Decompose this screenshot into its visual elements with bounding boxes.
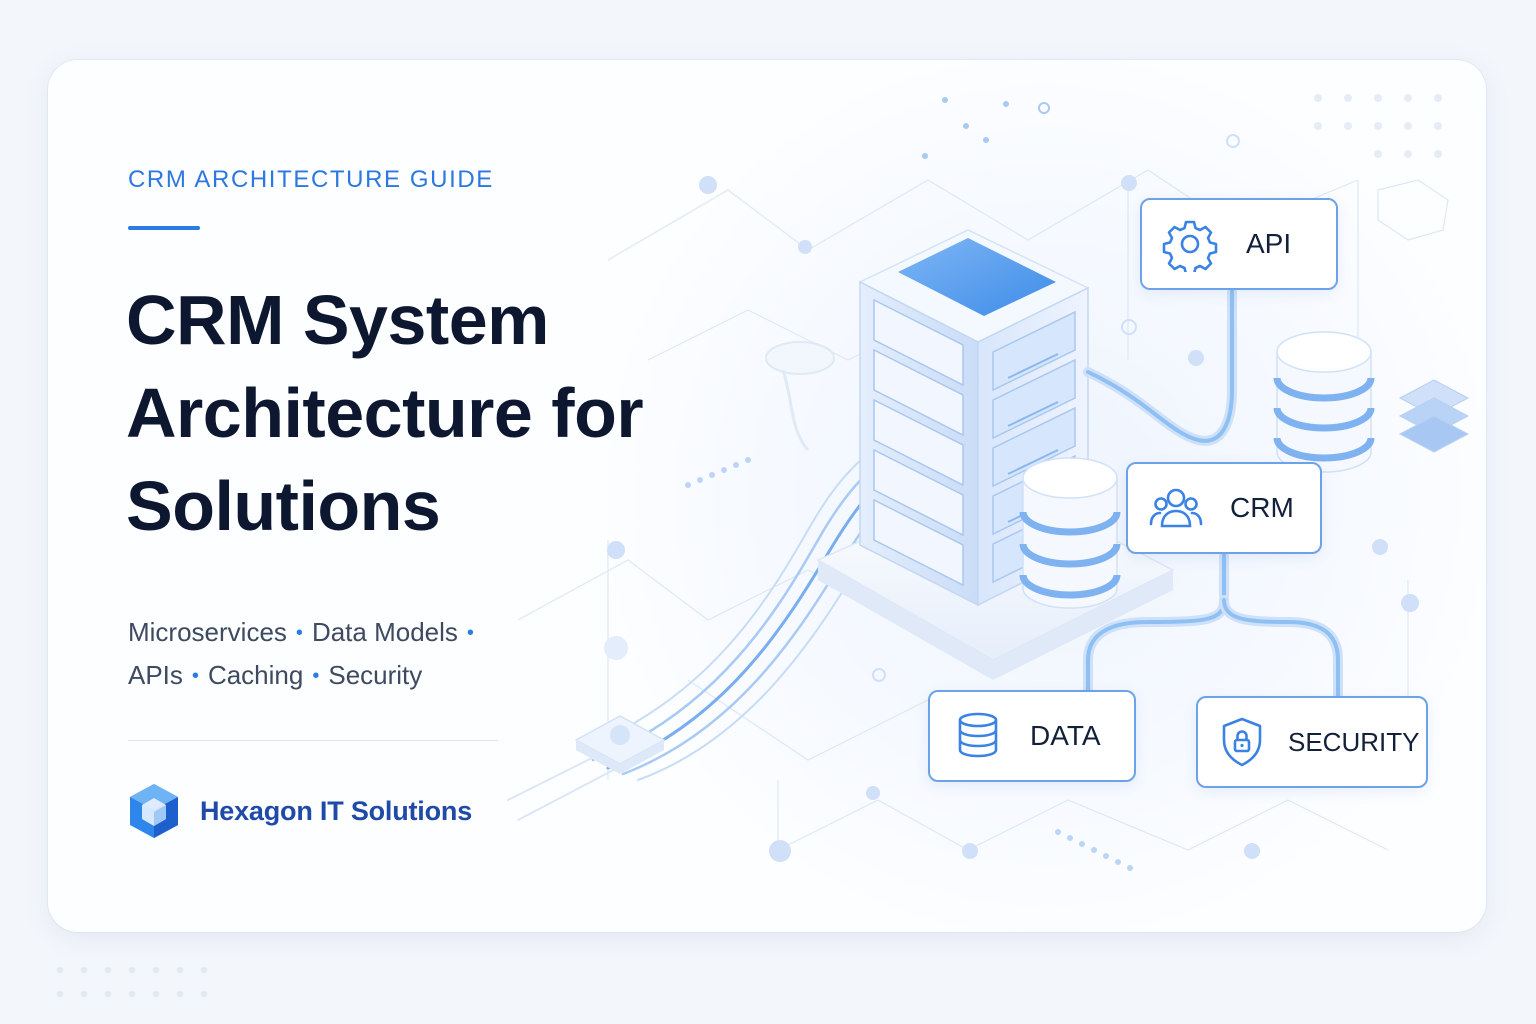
topic-item: Security [328, 660, 423, 690]
grid-nodes [604, 134, 1419, 862]
topic-item: Caching [207, 660, 304, 690]
api-node-label: API [1246, 228, 1292, 259]
beam-tips [922, 97, 1050, 159]
background-dot-grid [48, 958, 218, 1002]
brand-name: Hexagon IT Solutions [200, 795, 473, 826]
gear-icon [1162, 220, 1218, 272]
title-line-1: CRM System [126, 281, 549, 359]
decorative-dot-grid [1314, 94, 1442, 158]
api-node[interactable]: API [1140, 198, 1338, 290]
database-cylinder-secondary [1273, 331, 1375, 473]
hero-card: CRM ARCHITECTURE GUIDE CRM System Archit… [48, 60, 1486, 932]
network-grid [517, 169, 1449, 860]
topic-row-1: Microservices • Data Models • [128, 612, 568, 655]
title-line-2: Architecture for [126, 374, 644, 452]
topic-row-2: APIs • Caching • Security [128, 655, 568, 698]
page-title: CRM System Architecture for Solutions [126, 274, 726, 553]
data-node[interactable]: DATA [928, 690, 1136, 782]
topic-list: Microservices • Data Models • APIs • Caching •… [128, 612, 568, 698]
architecture-illustration [507, 94, 1470, 871]
topic-separator: • [466, 622, 474, 644]
topic-item: APIs [128, 660, 183, 690]
database-cylinder-main [1019, 457, 1121, 609]
shield-lock-icon [1222, 717, 1262, 767]
topic-separator: • [312, 665, 320, 687]
brand: Hexagon IT Solutions [128, 782, 472, 840]
topic-separator: • [295, 622, 303, 644]
database-icon [958, 712, 998, 758]
topic-separator: • [191, 665, 199, 687]
kicker-underline [128, 226, 200, 230]
topic-item: Microservices [128, 617, 287, 647]
ghost-disk [765, 341, 835, 452]
title-line-3: Solutions [126, 467, 441, 545]
data-node-label: DATA [1030, 720, 1101, 751]
security-node[interactable]: SECURITY [1196, 696, 1428, 788]
layers-stack [1398, 379, 1470, 453]
server-tower [858, 229, 1090, 607]
stream-dots [685, 457, 1133, 871]
crm-node-label: CRM [1230, 492, 1294, 523]
connector-pipes [1083, 283, 1343, 703]
crm-node[interactable]: CRM [1126, 462, 1322, 554]
hexagon-cube-icon [130, 784, 178, 838]
topic-item: Data Models [311, 617, 458, 647]
users-icon [1149, 488, 1203, 528]
section-kicker: CRM ARCHITECTURE GUIDE [128, 166, 494, 193]
security-node-label: SECURITY [1288, 726, 1420, 757]
data-chip [574, 715, 666, 774]
divider [128, 740, 498, 741]
